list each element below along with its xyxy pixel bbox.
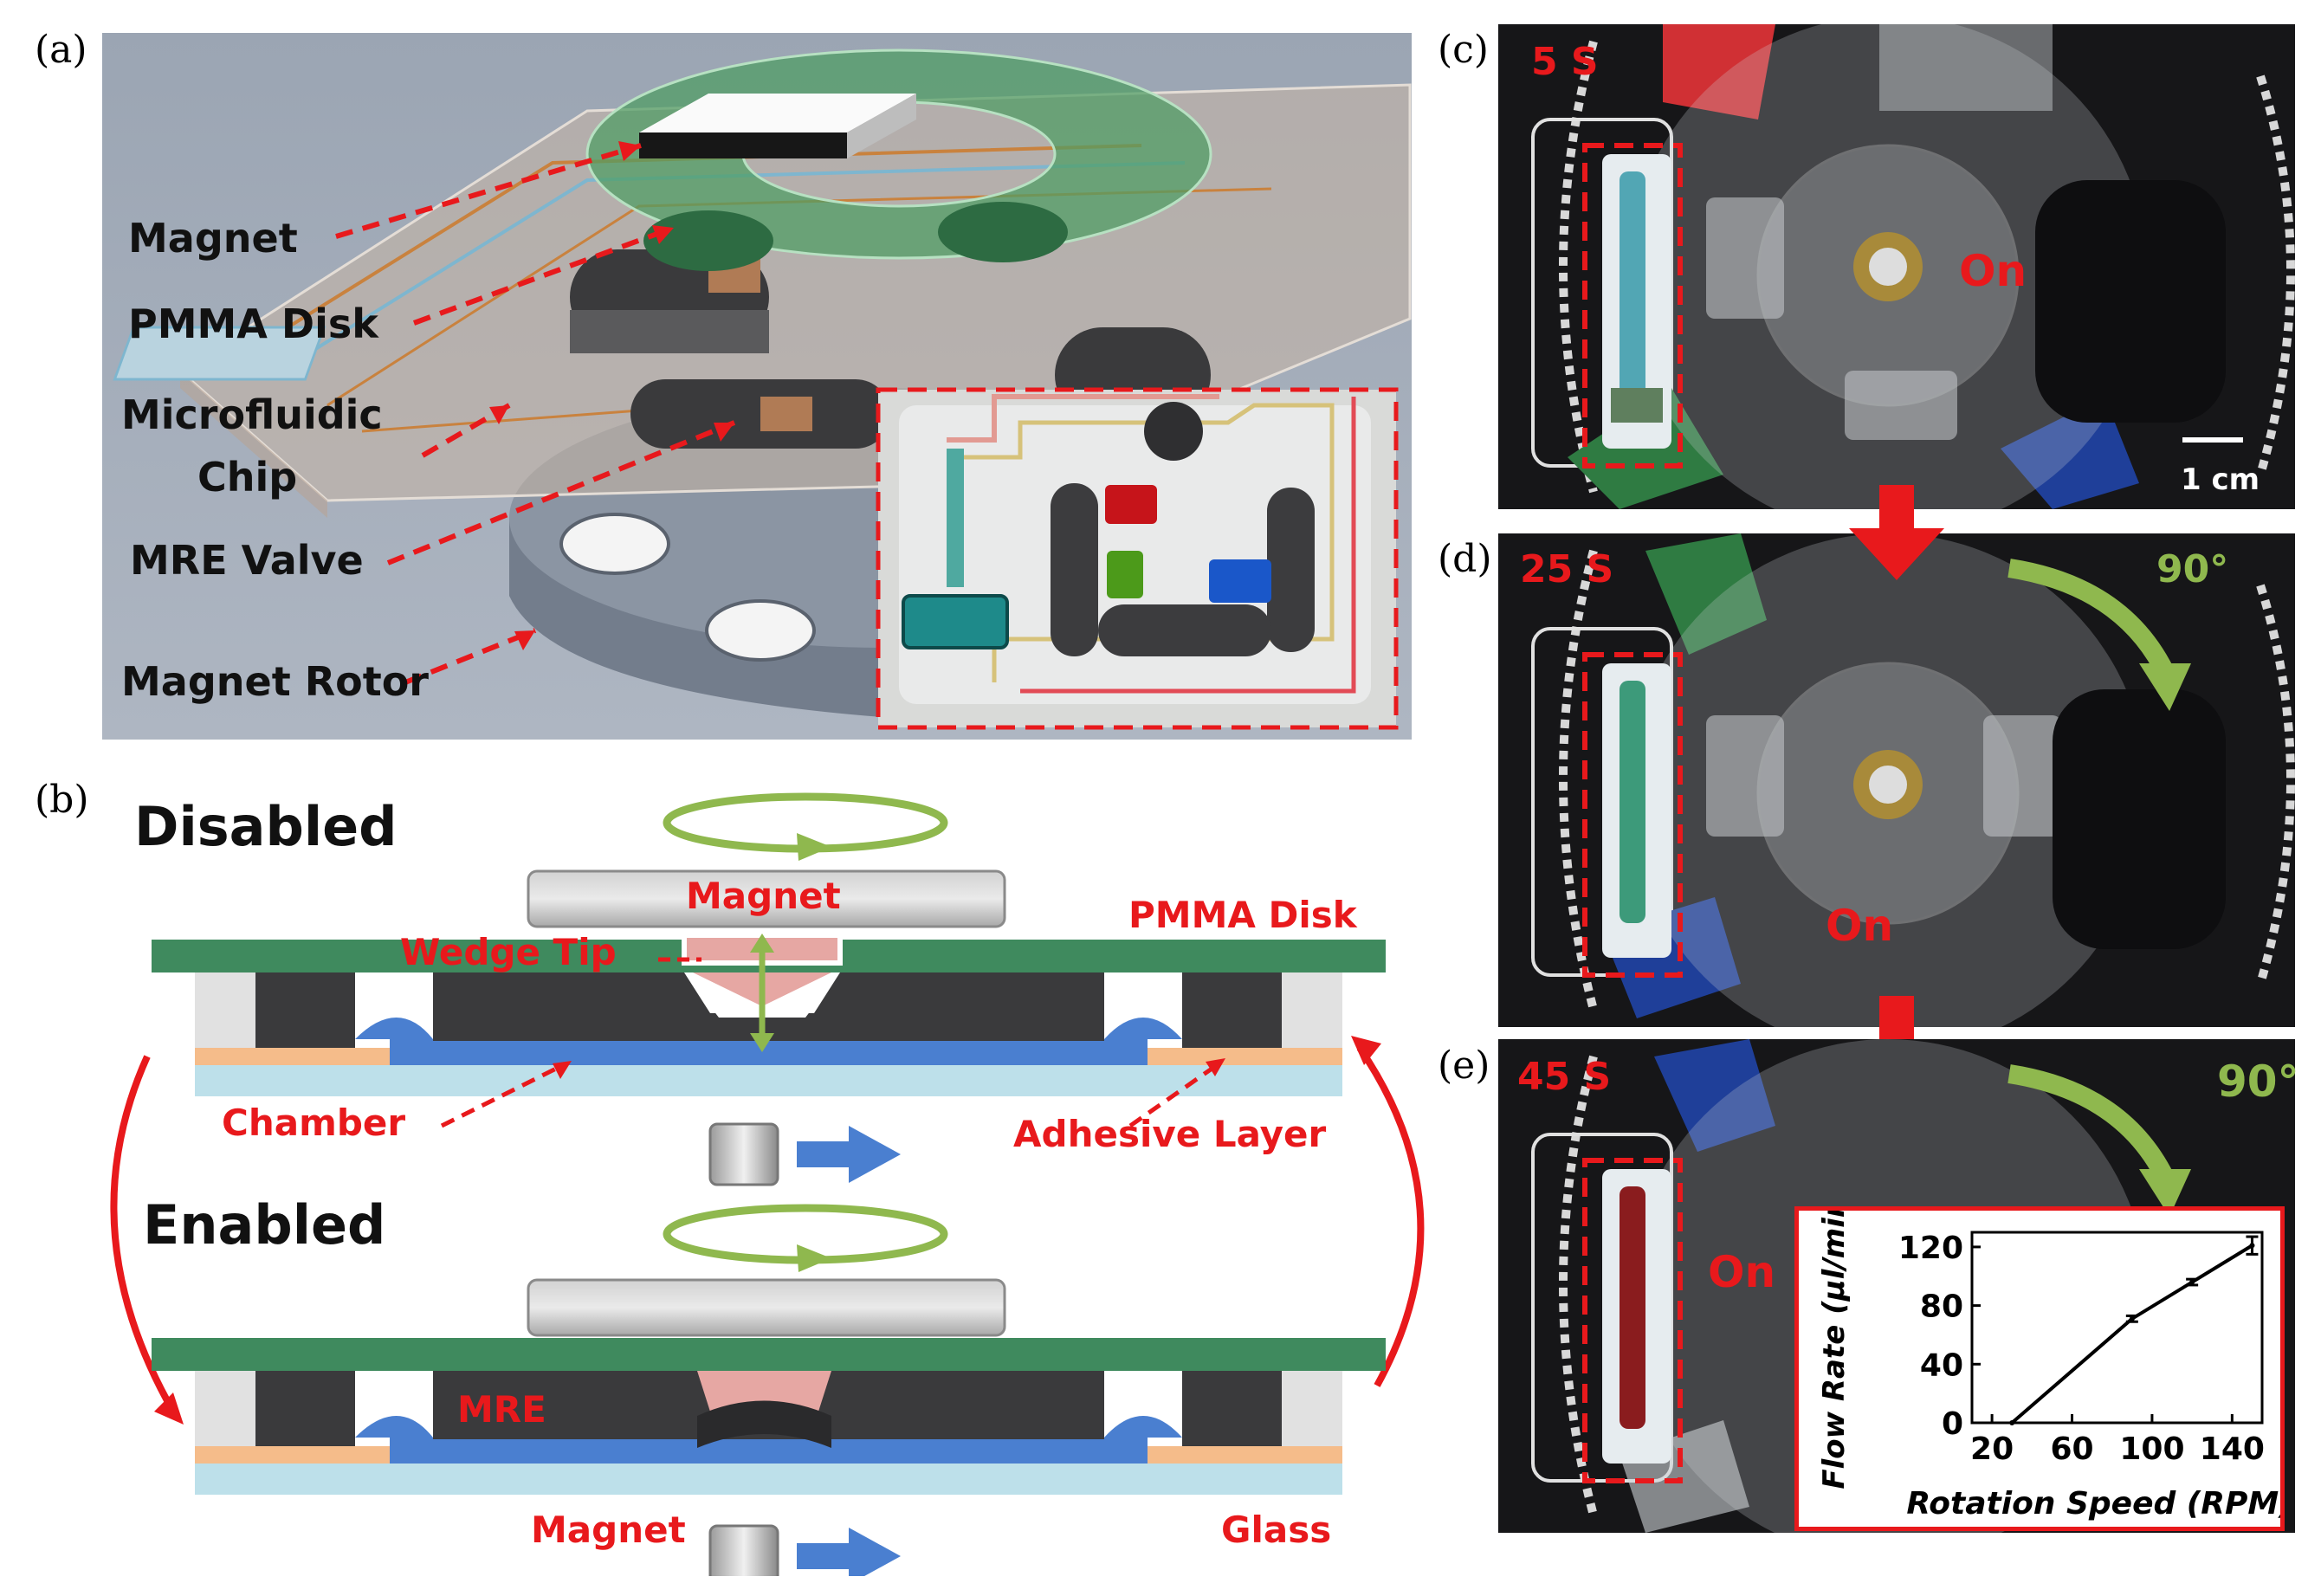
state-enabled: Enabled — [143, 1193, 386, 1257]
label-magnet-rotor: Magnet Rotor — [121, 658, 429, 705]
label-microfluidic: Microfluidic — [121, 391, 383, 438]
y-tick-label: 120 — [1898, 1231, 1963, 1266]
photo-c — [1498, 24, 2295, 509]
y-tick-label: 80 — [1920, 1289, 1963, 1325]
label-mre-valve: MRE Valve — [130, 537, 364, 584]
panel-a-arrowheads — [489, 141, 734, 650]
panel-e-letter: (e) — [1438, 1044, 1490, 1088]
data-point — [2009, 1420, 2015, 1425]
label-wedge-tip: Wedge Tip — [400, 931, 617, 973]
magnet-bar-shape — [639, 94, 916, 158]
label-glass: Glass — [1221, 1509, 1332, 1551]
photo-d — [1498, 533, 2295, 1027]
panel-b-letter: (b) — [35, 778, 89, 822]
time-d: 25 S — [1520, 547, 1614, 591]
label-chip: Chip — [197, 454, 298, 501]
x-axis-label: Rotation Speed (RPM) — [1906, 1486, 2280, 1522]
label-mre: MRE — [457, 1388, 546, 1431]
series-line — [2010, 1244, 2253, 1425]
y-tick-label: 40 — [1920, 1347, 1963, 1383]
transition-arrow-cd — [1849, 485, 1944, 580]
label-chamber: Chamber — [222, 1102, 406, 1144]
angle-e: 90° — [2217, 1056, 2299, 1107]
photo-d-scene — [1498, 533, 2295, 1027]
label-magnet-bottom-b: Magnet — [531, 1509, 686, 1551]
label-magnet-top-b: Magnet — [686, 875, 841, 917]
state-disabled: Disabled — [134, 795, 398, 858]
x-tick-label: 60 — [2050, 1431, 2093, 1467]
angle-d: 90° — [2156, 547, 2229, 591]
panel-d-letter: (d) — [1438, 537, 1492, 581]
on-label-d: On — [1826, 901, 1894, 951]
time-e: 45 S — [1517, 1055, 1612, 1099]
scale-bar-label: 1 cm — [2181, 462, 2260, 497]
on-label-e: On — [1708, 1247, 1776, 1297]
photo-c-scene — [1498, 24, 2295, 509]
x-tick-label: 140 — [2200, 1431, 2265, 1467]
panel-a-letter: (a) — [35, 28, 87, 72]
panel-c-letter: (c) — [1438, 28, 1489, 72]
label-magnet-a: Magnet — [128, 215, 298, 262]
chip-inset-photo — [878, 390, 1396, 727]
x-tick-label: 100 — [2119, 1431, 2184, 1467]
disabled-diagram — [152, 792, 1386, 1186]
y-axis-label: Flow Rate (μl/min) — [1817, 1211, 1852, 1489]
x-tick-label: 20 — [1970, 1431, 2014, 1467]
enabled-diagram — [152, 1204, 1386, 1576]
on-label-c: On — [1959, 246, 2027, 296]
panel-b-diagram — [110, 792, 1425, 1576]
time-c: 5 S — [1531, 40, 1599, 84]
label-pmma-disk-b: PMMA Disk — [1128, 894, 1357, 936]
plot-frame — [1970, 1231, 2264, 1425]
y-tick-label: 0 — [1942, 1406, 1963, 1442]
label-adhesive-layer: Adhesive Layer — [1013, 1113, 1327, 1155]
panel-a-render — [102, 33, 1412, 740]
label-pmma-disk-a: PMMA Disk — [128, 300, 378, 347]
